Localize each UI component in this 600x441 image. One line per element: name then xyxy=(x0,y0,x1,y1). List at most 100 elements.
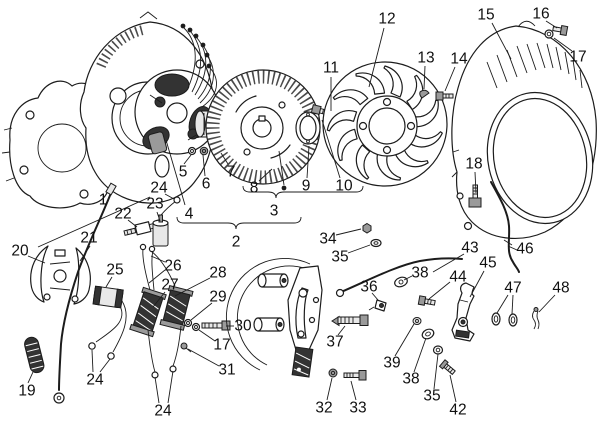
part-label-19: 19 xyxy=(18,383,35,400)
coil-fasteners xyxy=(180,318,231,353)
cotter-clip xyxy=(532,307,540,330)
part-label-21: 21 xyxy=(80,230,97,247)
brake-backplate xyxy=(226,257,323,378)
part-label-42: 42 xyxy=(449,402,466,419)
part-label-8: 8 xyxy=(250,180,259,197)
leader-line-36 xyxy=(371,292,379,301)
leader-line-35a xyxy=(347,244,371,254)
part-label-18: 18 xyxy=(465,156,482,173)
part-label-43: 43 xyxy=(461,240,478,257)
leader-line-14 xyxy=(444,66,456,92)
leader-line-28 xyxy=(174,277,211,297)
part-label-24a: 24 xyxy=(150,180,168,197)
shim-ring xyxy=(295,111,321,145)
brake-rod xyxy=(335,257,463,298)
leader-line-48 xyxy=(538,294,556,313)
leader-line-15 xyxy=(491,22,512,60)
fan-wheel xyxy=(322,61,448,187)
leader-line-13 xyxy=(423,65,426,90)
leader-line-24c-1 xyxy=(154,376,160,404)
part-label-17a: 17 xyxy=(569,49,586,66)
control-cable xyxy=(490,181,520,273)
leader-line-35b xyxy=(433,353,439,390)
part-label-3: 3 xyxy=(270,203,279,220)
leader-line-43 xyxy=(432,253,465,273)
leader-line-29 xyxy=(190,302,213,321)
adjuster-screw xyxy=(331,314,369,327)
woodruff-key xyxy=(419,89,430,99)
leader-line-18 xyxy=(474,171,477,194)
part-label-38a: 38 xyxy=(411,265,428,282)
leader-line-12 xyxy=(368,27,385,88)
leader-line-44 xyxy=(428,281,451,300)
leader-line-19 xyxy=(27,371,34,384)
group-brackets xyxy=(37,185,364,248)
ht-coils xyxy=(129,243,194,379)
part-label-23: 23 xyxy=(146,196,163,213)
leader-line-33 xyxy=(350,380,357,401)
part-label-20: 20 xyxy=(11,243,29,260)
brake-shoes xyxy=(30,245,91,305)
part-label-6: 6 xyxy=(202,176,211,193)
part-label-15: 15 xyxy=(477,7,494,24)
part-label-14: 14 xyxy=(450,51,468,68)
brake-cable xyxy=(53,182,117,404)
cable-clamp xyxy=(368,299,387,312)
cover-screw-washer xyxy=(544,24,569,39)
part-label-4: 4 xyxy=(185,206,194,223)
flywheel-rotor xyxy=(205,69,321,191)
leader-line-10 xyxy=(321,119,341,179)
leader-line-26-2 xyxy=(148,269,166,284)
group-bracket-2 xyxy=(176,216,302,230)
wire-eyelet xyxy=(107,352,115,360)
leader-line-37 xyxy=(337,325,346,336)
leader-line-16 xyxy=(545,20,558,29)
leader-line-17a xyxy=(553,37,573,52)
clevis-rings xyxy=(491,312,518,327)
part-label-46: 46 xyxy=(516,241,533,258)
leader-line-38a xyxy=(403,275,413,281)
part-label-31: 31 xyxy=(218,362,235,379)
leader-line-17b xyxy=(198,329,216,342)
leader-line-8 xyxy=(258,168,273,182)
part-label-2: 2 xyxy=(232,234,241,251)
group-bracket-1 xyxy=(37,196,151,248)
pivot-fasteners xyxy=(328,368,367,381)
part-label-36: 36 xyxy=(360,279,377,296)
ignition-coil-small xyxy=(88,285,127,360)
part-label-24b: 24 xyxy=(86,372,104,389)
stator-wires xyxy=(180,23,217,108)
part-label-25: 25 xyxy=(106,262,123,279)
leader-line-42 xyxy=(449,374,457,403)
part-label-13: 13 xyxy=(417,50,434,67)
part-label-45: 45 xyxy=(479,255,496,272)
part-label-35a: 35 xyxy=(331,249,348,266)
part-label-48: 48 xyxy=(552,280,569,297)
part-label-39: 39 xyxy=(383,355,400,372)
leader-line-45 xyxy=(469,270,485,298)
leader-line-24b-2 xyxy=(99,358,111,373)
part-label-37: 37 xyxy=(326,334,343,351)
part-label-1: 1 xyxy=(99,192,108,209)
part-label-16: 16 xyxy=(532,6,549,23)
fan-cover-hatching xyxy=(486,42,583,89)
part-label-32: 32 xyxy=(315,400,332,417)
part-label-9: 9 xyxy=(302,178,311,195)
fan-bolt xyxy=(435,91,454,101)
brake-lever xyxy=(451,282,475,342)
part-label-24c: 24 xyxy=(154,403,172,420)
wire-eyelet xyxy=(88,342,96,350)
leader-line-38b xyxy=(413,337,427,373)
condenser xyxy=(152,196,181,247)
leader-line-27 xyxy=(152,291,166,308)
leader-line-6 xyxy=(202,154,206,177)
leader-line-7 xyxy=(220,152,229,165)
leader-line-4 xyxy=(165,139,186,206)
leader-line-24c-2 xyxy=(167,370,174,404)
leader-line-24a xyxy=(164,193,175,200)
part-label-22: 22 xyxy=(114,206,131,223)
spring xyxy=(24,336,45,374)
leader-line-25 xyxy=(105,276,113,288)
part-label-38b: 38 xyxy=(402,371,419,388)
